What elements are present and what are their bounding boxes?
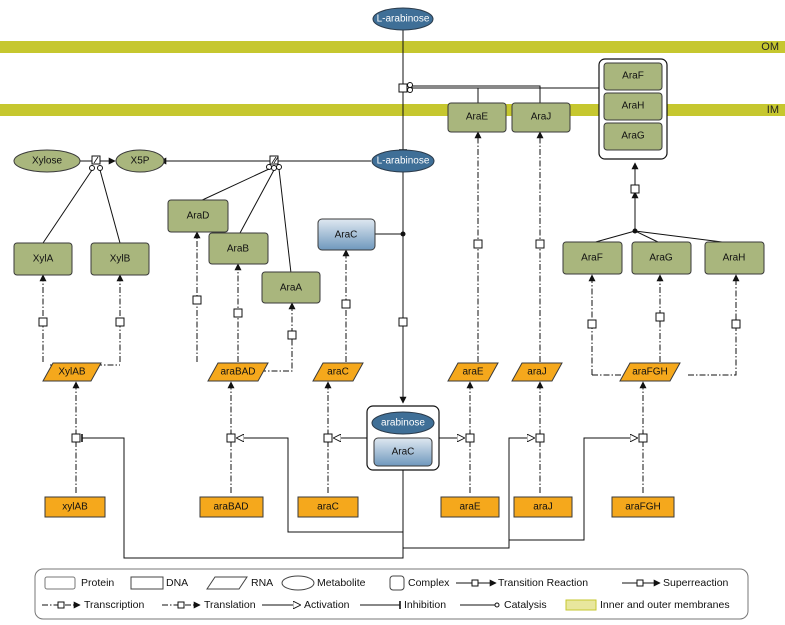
- araj-rna-label: araJ: [527, 367, 546, 378]
- legend-metabolite: Metabolite: [317, 577, 366, 589]
- inner-membrane: [0, 104, 785, 116]
- legend-rna: RNA: [251, 577, 273, 589]
- xylose-label: Xylose: [32, 156, 62, 167]
- arag-protein: [631, 241, 692, 275]
- x5p-label: X5P: [131, 156, 150, 167]
- arae-catalysis-line: [408, 87, 479, 103]
- arabad-rna-label: araBAD: [220, 367, 255, 378]
- catalysis-dot: [97, 165, 103, 171]
- arag-label: AraG: [649, 253, 673, 264]
- transport-junction: [398, 83, 408, 93]
- legend-transcription: Transcription: [84, 599, 144, 611]
- catalysis-dot: [276, 164, 282, 170]
- xylab-dna: [44, 496, 106, 518]
- arafgh-dna: [611, 496, 675, 518]
- arac-rna: [312, 362, 364, 382]
- arae-membrane-protein: [447, 102, 507, 133]
- legend-superreaction: Superreaction: [663, 577, 729, 589]
- arab-label: AraB: [227, 244, 250, 255]
- xylb-label: XylB: [110, 254, 131, 265]
- catalysis-dot: [266, 164, 272, 170]
- legend-inhibition: Inhibition: [404, 599, 446, 611]
- arah-label: AraH: [622, 101, 645, 112]
- arac-label: AraC: [335, 230, 358, 241]
- catalysis-dot: [407, 87, 413, 93]
- araj-rna: [511, 362, 563, 382]
- legend: Protein DNA RNA Metabolite Complex Trans…: [34, 568, 749, 620]
- outer-membrane-label: OM: [761, 41, 779, 53]
- legend-activation: Activation: [304, 599, 350, 611]
- xyla-protein: [13, 242, 73, 276]
- arabad-rna: [207, 362, 269, 382]
- arae-rna-label: araE: [462, 367, 483, 378]
- legend-complex: Complex: [408, 577, 450, 589]
- arab-protein: [208, 232, 269, 265]
- arafgh-dna-label: araFGH: [625, 502, 661, 513]
- arae-dna-label: araE: [459, 502, 480, 513]
- xyla-label: XylA: [33, 254, 54, 265]
- arad-label: AraD: [187, 211, 210, 222]
- araj-label: AraJ: [531, 112, 552, 123]
- xylb-protein: [90, 242, 150, 276]
- arafgh-rna: [619, 362, 681, 382]
- araa-label: AraA: [280, 283, 303, 294]
- catalysis-dot: [89, 165, 95, 171]
- legend-translation: Translation: [204, 599, 256, 611]
- legend-transition: Transition Reaction: [498, 577, 588, 589]
- araa-protein: [261, 271, 321, 304]
- complex-formation-node: [398, 317, 408, 327]
- arac-protein: [317, 218, 376, 251]
- araf-label: AraF: [622, 71, 644, 82]
- legend-protein: Protein: [81, 577, 114, 589]
- x5p-metabolite: [115, 149, 165, 173]
- arac-dna-label: araC: [317, 502, 339, 513]
- abc-assembly-node: [630, 184, 640, 194]
- arag-label: AraG: [621, 131, 645, 142]
- arabad-dna: [199, 496, 264, 518]
- l-arabinose-periplasm: [372, 7, 434, 31]
- l-arabinose-label: L-arabinose: [377, 156, 430, 167]
- araf-label: AraF: [581, 253, 603, 264]
- araj-dna-label: araJ: [533, 502, 552, 513]
- l-arabinose-cytoplasm: [371, 149, 435, 173]
- catalysis-dot: [407, 82, 413, 88]
- araj-catalysis-line: [412, 85, 541, 103]
- legend-dna: DNA: [166, 577, 188, 589]
- xylose-metabolite: [13, 149, 81, 173]
- outer-membrane: [0, 41, 785, 53]
- catalysis-dot: [271, 165, 277, 171]
- arad-protein: [167, 199, 229, 233]
- xylab-rna-label: XylAB: [58, 367, 86, 378]
- arae-rna: [447, 362, 499, 382]
- araf-protein: [562, 241, 623, 275]
- arac-complex-label: AraC: [392, 447, 415, 458]
- araj-membrane-protein: [511, 102, 571, 133]
- arae-label: AraE: [466, 112, 489, 123]
- xylab-dna-label: xylAB: [62, 502, 88, 513]
- arabad-dna-label: araBAD: [213, 502, 248, 513]
- l-arabinose-label: L-arabinose: [377, 14, 430, 25]
- inner-membrane-label: IM: [767, 104, 779, 116]
- arac-rna-label: araC: [327, 367, 349, 378]
- arac-dna: [297, 496, 359, 518]
- legend-catalysis: Catalysis: [504, 599, 547, 611]
- arafgh-rna-label: araFGH: [632, 367, 668, 378]
- arae-dna: [440, 496, 500, 518]
- legend-membranes: Inner and outer membranes: [600, 599, 730, 611]
- arah-label: AraH: [723, 253, 746, 264]
- xylab-rna: [42, 362, 102, 382]
- arah-protein: [704, 241, 765, 275]
- araj-dna: [513, 496, 573, 518]
- arabinose-complex-label: arabinose: [381, 418, 425, 429]
